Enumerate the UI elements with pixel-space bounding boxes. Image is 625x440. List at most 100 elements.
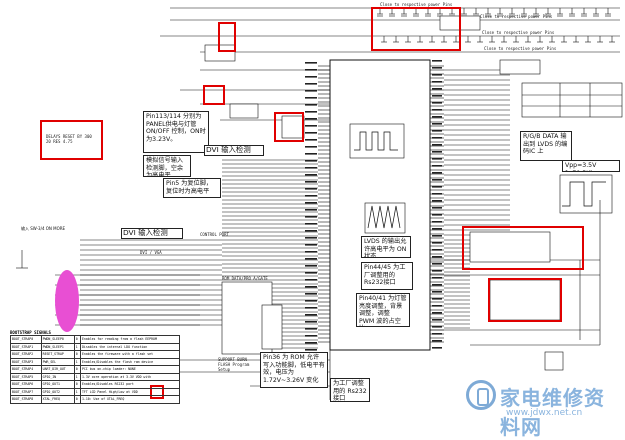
net-label — [305, 279, 317, 281]
control-port-label: CONTROL PORT — [200, 232, 229, 237]
chip-main-label: ROM DATA/PRO A/GATE — [222, 276, 268, 281]
net-label — [305, 118, 317, 120]
bootstrap-cell: PWDN_SLEEP1 — [40, 342, 75, 351]
red-highlight-box — [274, 112, 304, 142]
net-label — [432, 319, 442, 321]
net-label — [305, 153, 317, 155]
net-label — [305, 132, 317, 134]
watermark-url: www.jdwx.net.cn — [506, 408, 583, 418]
bootstrap-cell: 1.3V core operation at 3.3V VDD with — [80, 372, 180, 381]
note-pin5: Pin5 为复位脚，复位时为高电平 — [163, 178, 221, 198]
bootstrap-cell: GPIO_IN — [40, 372, 75, 381]
net-label — [305, 209, 317, 211]
bootstrap-cell: BOOT_STRAP4 — [10, 365, 42, 374]
net-label — [432, 186, 442, 188]
red-highlight-box — [462, 226, 584, 270]
note-pin113: Pin113/114 分别为PANEL供电与灯管ON/OFF 控制，ON时为3.… — [143, 111, 209, 153]
net-label — [432, 270, 442, 272]
net-label — [432, 144, 442, 146]
net-label — [432, 74, 442, 76]
net-label — [305, 258, 317, 260]
note-pin40: Pin40/41 为灯管亮度调整，背景调整，调整 PWM 波的占空比 — [356, 293, 410, 327]
net-label — [432, 172, 442, 174]
bootstrap-cell: Disables the internal LDO function — [80, 342, 180, 351]
net-label — [305, 307, 317, 309]
net-label — [432, 102, 442, 104]
bootstrap-cell: BOOT_STRAP6 — [10, 380, 42, 389]
bootstrap-cell: TFT LCD Panel High/Low at VDD — [80, 387, 180, 396]
net-label — [305, 174, 317, 176]
bootstrap-cell: Enables/Disables the flash rom device — [80, 357, 180, 366]
net-label — [432, 340, 442, 342]
net-label — [432, 137, 442, 139]
net-label — [305, 83, 317, 85]
note-dvi-detect-left: DVI 输入检测 pin — [121, 228, 183, 239]
net-label — [432, 130, 442, 132]
net-label — [305, 251, 317, 253]
bootstrap-cell: GPIO_OUT2 — [40, 387, 75, 396]
net-label — [305, 216, 317, 218]
net-label — [432, 67, 442, 69]
schematic-drawing — [16, 7, 623, 400]
rom-note: SUPPORT BURN FLASH Program Setup — [218, 357, 250, 372]
net-label — [432, 60, 442, 62]
red-highlight-box — [40, 120, 103, 160]
net-label — [432, 207, 442, 209]
note-dvi-detect-top: DVI 输入检测 pin — [204, 145, 264, 156]
net-label — [432, 305, 442, 307]
net-label — [305, 202, 317, 204]
net-label — [305, 286, 317, 288]
net-label — [432, 242, 442, 244]
net-label — [432, 95, 442, 97]
net-label — [432, 256, 442, 258]
net-label — [305, 272, 317, 274]
note-pin36: Pin36 为 ROM 允许写入功能脚，低电平有效，电压为1.72V~3.26V… — [260, 352, 328, 388]
power-header-2: Close to respective power Pins — [480, 14, 553, 19]
net-label — [305, 244, 317, 246]
watermark-logo-icon — [466, 380, 496, 410]
net-label — [305, 167, 317, 169]
net-label — [305, 139, 317, 141]
red-highlight-box — [371, 7, 461, 51]
reset-box-label: DELAYS RESET BY 300 20 RES 4.75 — [46, 134, 92, 144]
net-label — [432, 347, 442, 349]
net-label — [432, 277, 442, 279]
bootstrap-cell: PWR_SEL — [40, 357, 75, 366]
net-label — [305, 160, 317, 162]
bootstrap-cell: BOOT_STRAP3 — [10, 357, 42, 366]
bootstrap-cell: BOOT_STRAP7 — [10, 387, 42, 396]
net-label — [432, 151, 442, 153]
net-label — [432, 193, 442, 195]
highlight-oval — [55, 270, 79, 332]
net-label — [305, 62, 317, 64]
net-label — [305, 76, 317, 78]
red-highlight-box — [488, 278, 562, 322]
bootstrap-cell: RESET_STRAP — [40, 350, 75, 359]
net-label — [305, 265, 317, 267]
power-header-3: Close to respective power Pins — [482, 30, 555, 35]
net-label — [305, 300, 317, 302]
note-lvds-on: LVDS 的输出允许高电平为 ON 状态 — [361, 236, 411, 258]
bootstrap-cell: 0 — [73, 395, 82, 404]
net-label — [305, 293, 317, 295]
net-label — [432, 221, 442, 223]
bootstrap-cell: Enables for reading from a flash EEPROM — [80, 335, 180, 344]
bootstrap-cell: XTAL_FREQ — [40, 395, 75, 404]
bootstrap-title: BOOTSTRAP SIGNALS — [10, 330, 51, 335]
net-label — [432, 249, 442, 251]
net-label — [432, 179, 442, 181]
net-label — [305, 104, 317, 106]
bootstrap-cell: BOOT_STRAP8 — [10, 395, 42, 404]
bootstrap-cell: GPIO_OUT1 — [40, 380, 75, 389]
note-vpp: Vpp=3.5V f=70.5Khz — [562, 160, 620, 172]
net-label — [432, 165, 442, 167]
net-label — [305, 321, 317, 323]
bootstrap-cell: BOOT_STRAP2 — [10, 350, 42, 359]
net-label — [305, 349, 317, 351]
